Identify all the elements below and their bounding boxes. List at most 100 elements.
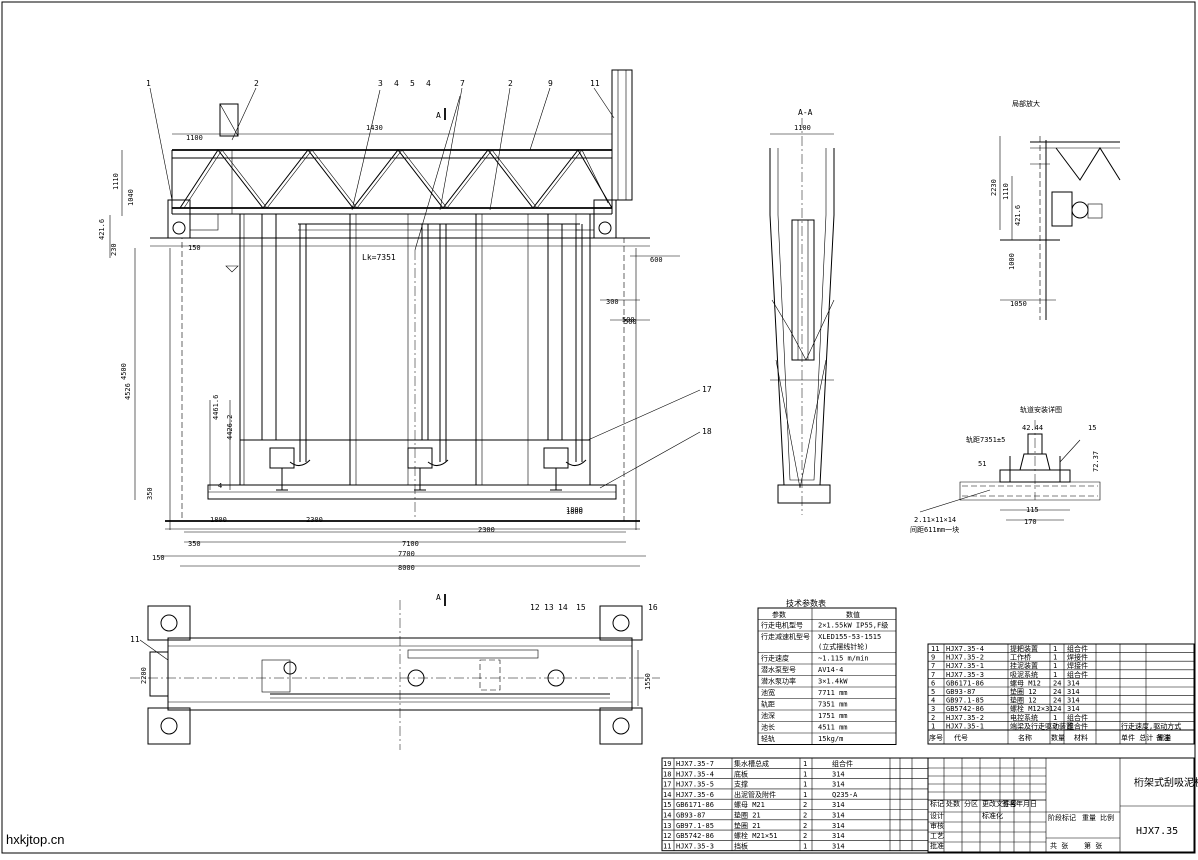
dimension-label: 1110 — [112, 173, 120, 190]
parts-row-code: GB5742-86 — [946, 705, 984, 713]
parts-row-material: 314 — [832, 842, 845, 850]
title-block-label: 更改文件号 — [982, 799, 1017, 808]
parts-row-qty: 1 — [803, 760, 807, 768]
parts-row-qty: 1 — [803, 791, 807, 799]
dimension-label: 1800 — [566, 506, 583, 514]
title-block-label: 分区 — [964, 799, 978, 808]
truss — [171, 149, 613, 215]
dimension-label: 4 — [218, 482, 222, 490]
watermark-text: hxkjtop.cn — [6, 832, 65, 847]
parts-row-code: HJX7.35-1 — [946, 722, 984, 730]
callout-number: 7 — [460, 79, 465, 88]
parts-row-material: 314 — [1067, 679, 1080, 687]
parts-row-name: 垫圈 12 — [1010, 687, 1037, 696]
dimension-label: 42.44 — [1022, 424, 1043, 432]
rail-detail-title: 轨道安装详图 — [1020, 405, 1062, 414]
view-a-label-top: A — [436, 111, 441, 120]
parts-row-qty: 2 — [803, 832, 807, 840]
drawing-number: HJX7.35 — [1136, 826, 1178, 837]
parts-row-qty: 2 — [803, 801, 807, 809]
dimension-label: 72.37 — [1092, 451, 1100, 472]
parts-row-no: 3 — [931, 705, 935, 713]
title-block-label: 审核 — [930, 821, 944, 830]
parts-row-no: 6 — [931, 679, 935, 687]
tech-param-name: 潜水泵功率 — [761, 677, 796, 686]
parts-row-code: HJX7.35-3 — [676, 842, 714, 850]
parts-row-no: 7 — [931, 662, 935, 670]
callout-number: 2 — [508, 79, 513, 88]
parts-row-qty: 24 — [1053, 688, 1061, 696]
title-block: 标记处数分区更改文件号签名年月日设计标准化审核工艺批准阶段标记重量比例共 张第 … — [927, 757, 1198, 853]
parts-row-qty: 24 — [1053, 679, 1061, 687]
callout-number: 1 — [146, 79, 151, 88]
dimension-label: 1430 — [366, 124, 383, 132]
anchor-note-1: 2.11×11×14 — [914, 516, 956, 524]
parts-row-qty: 2 — [803, 822, 807, 830]
parts-row-code: HJX7.35-6 — [676, 791, 714, 799]
tech-param-value: (立式摆线针轮) — [818, 642, 868, 651]
parts-row-code: GB6171-86 — [676, 801, 714, 809]
parts-row-name: 挂泥装置 — [1010, 661, 1038, 670]
parts-row-qty: 24 — [1053, 697, 1061, 705]
parts-row-qty: 1 — [803, 770, 807, 778]
tank-outline — [181, 237, 625, 522]
parts-row-name: 出泥管及附件 — [734, 790, 776, 799]
end-carriage-right — [593, 199, 617, 239]
callout-number: 11 — [590, 79, 600, 88]
parts-row-name: 螺栓 M21×51 — [734, 831, 778, 840]
parts-row-no: 7 — [931, 671, 935, 679]
parts-header: 序号 — [929, 733, 943, 742]
parts-row-no: 18 — [663, 770, 671, 778]
dimension-label: 2200 — [140, 667, 148, 684]
parts-row-name: 螺栓 M12×31 — [1010, 704, 1054, 713]
dimension-label: 7700 — [398, 550, 415, 558]
parts-row-qty: 2 — [803, 812, 807, 820]
title-block-label: 重量 — [1082, 814, 1096, 822]
dimension-label: 230 — [110, 243, 118, 256]
tech-param-value: 4511 mm — [818, 724, 848, 732]
table-frame — [927, 757, 1195, 853]
parts-row-name: 集水槽总成 — [734, 759, 769, 768]
parts-row-no: 14 — [663, 791, 671, 799]
parts-header: 备注 — [1156, 733, 1170, 742]
parts-row-material: 组合件 — [1067, 670, 1088, 679]
dimension-label: 1100 — [794, 124, 811, 132]
parts-row-name: 端梁及行走驱动装置 — [1010, 721, 1073, 730]
tech-table-title: 技术参数表 — [786, 598, 826, 608]
parts-row-material: 314 — [1067, 688, 1080, 696]
title-block-label: 第 张 — [1084, 841, 1102, 850]
dimension-label: 1000 — [1008, 253, 1016, 270]
parts-row-code: HJX7.35-7 — [676, 760, 714, 768]
parts-row-qty: 2 — [1053, 722, 1057, 730]
parts-row-material: 314 — [832, 770, 845, 778]
parts-row-no: 1 — [931, 722, 935, 730]
tech-param-name: 轻轨 — [761, 734, 775, 743]
dimension-label: 4500 — [120, 363, 128, 380]
parts-row-code: GB5742-86 — [676, 832, 714, 840]
table-frame — [927, 643, 1195, 745]
parts-row-no: 4 — [931, 697, 935, 705]
tech-param-name: 池长 — [761, 723, 775, 732]
parts-row-qty: 1 — [1053, 662, 1057, 670]
parts-row-name: 螺母 M12 — [1010, 678, 1041, 687]
tech-param-value: 1751 mm — [818, 712, 848, 720]
front-elevation — [150, 69, 650, 530]
title-block-label: 年月日 — [1016, 799, 1037, 808]
parts-row-material: 组合件 — [1067, 713, 1088, 722]
detail-top-title: 局部放大 — [1012, 99, 1040, 108]
tech-param-name: 行走速度 — [761, 654, 789, 663]
section-label: A-A — [798, 108, 813, 117]
tech-param-value: 7351 mm — [818, 701, 848, 709]
parts-row-material: 314 — [1067, 697, 1080, 705]
parts-row-qty: 1 — [1053, 654, 1057, 662]
tech-param-value: 15kg/m — [818, 735, 843, 743]
callout-number: 4 — [394, 79, 399, 88]
title-block-label: 批准 — [930, 841, 944, 850]
callout-number: 4 — [426, 79, 431, 88]
parts-row-material: Q235-A — [832, 791, 858, 799]
parts-row-no: 9 — [931, 654, 935, 662]
